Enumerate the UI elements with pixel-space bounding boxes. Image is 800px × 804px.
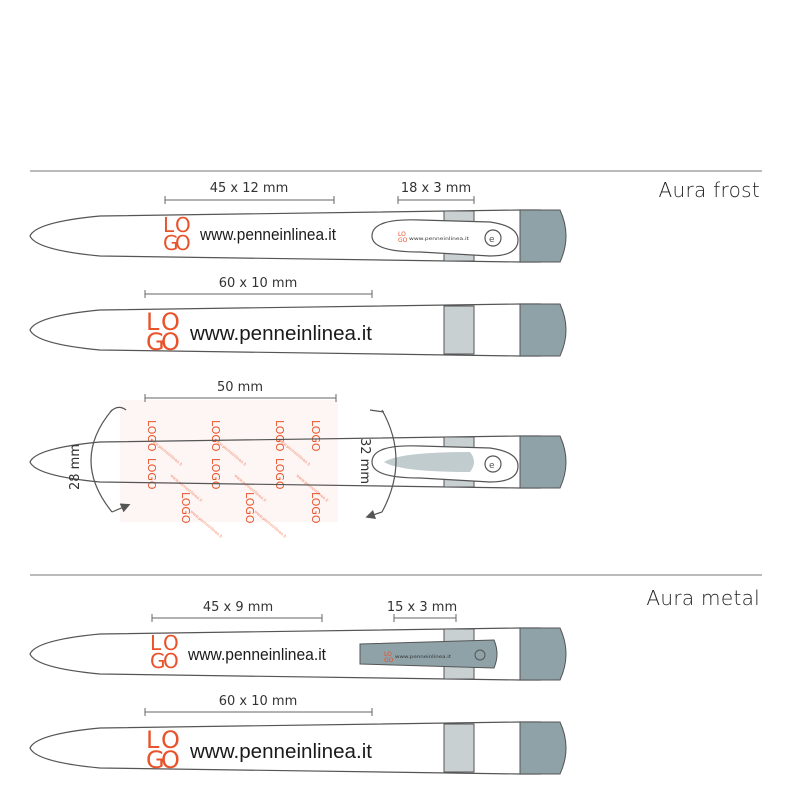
pen-clip	[359, 639, 498, 669]
pattern-logo: LOGO	[309, 420, 322, 452]
pattern-logo: LOGO	[273, 458, 286, 490]
svg-text:GO: GO	[384, 657, 394, 664]
logo-letter: G	[150, 649, 166, 673]
pen-grip	[519, 209, 567, 263]
pen-frost-clip: e 45 x 12 mm 18 x 3 mm L O G O www.penne…	[29, 181, 567, 263]
svg-text:LO: LO	[398, 231, 406, 238]
wrap-circumference-right: 32 mm	[357, 438, 372, 484]
print-area-dimension: 60 x 10 mm	[219, 276, 298, 291]
pen-clip	[371, 219, 519, 257]
svg-text:LO: LO	[384, 651, 392, 658]
print-url: www.penneinlinea.it	[187, 646, 326, 664]
clip-print-url: www.penneinlinea.it	[409, 236, 469, 242]
pattern-logo: LOGO	[145, 420, 158, 452]
pattern-logo: LOGO	[309, 492, 322, 524]
logo-letter: O	[161, 726, 180, 754]
print-area-dimension: 60 x 10 mm	[219, 694, 298, 709]
pattern-logo: LOGO	[145, 458, 158, 490]
logo-letter: O	[163, 649, 179, 673]
print-url: www.penneinlinea.it	[199, 226, 336, 244]
print-area-dimension: 45 x 9 mm	[203, 600, 273, 615]
pattern-logo: LOGO	[273, 420, 286, 452]
logo-letter: O	[175, 213, 191, 237]
pen-ring	[443, 723, 475, 773]
logo-letter: G	[146, 328, 165, 356]
pattern-logo: LOGO	[209, 458, 222, 490]
pen-ring	[443, 305, 475, 355]
logo-letter: L	[146, 726, 160, 754]
logo-letter: O	[161, 328, 180, 356]
logo-letter: G	[146, 746, 165, 774]
clip-print-dimension: 18 x 3 mm	[401, 181, 471, 196]
print-url: www.penneinlinea.it	[189, 741, 372, 763]
pattern-logo: LOGO	[179, 492, 192, 524]
logo-letter: O	[161, 308, 180, 336]
pen-grip	[519, 627, 567, 681]
pen-metal-plain: 60 x 10 mm L O G O www.penneinlinea.it	[29, 694, 567, 775]
svg-text:GO: GO	[398, 237, 408, 244]
pen-frost-plain: 60 x 10 mm L O G O www.penneinlinea.it	[29, 276, 567, 357]
clip-print-dimension: 15 x 3 mm	[387, 600, 457, 615]
wrap-arrow-icon	[381, 409, 397, 513]
pen-grip	[519, 303, 567, 357]
logo-letter: G	[163, 231, 179, 255]
logo-letter: L	[150, 631, 162, 655]
clip-emblem	[474, 649, 486, 661]
logo-letter: O	[163, 631, 179, 655]
pattern-logo: LOGO	[243, 492, 256, 524]
pen-grip	[519, 435, 567, 489]
logo-letter: O	[161, 746, 180, 774]
svg-text:e: e	[489, 235, 495, 245]
logo-letter: L	[146, 308, 160, 336]
logo-letter: O	[175, 231, 191, 255]
clip-print-url: www.penneinlinea.it	[395, 654, 451, 660]
wrap-arrow-icon	[90, 409, 113, 513]
clip-emblem	[484, 229, 502, 247]
svg-text:e: e	[489, 461, 495, 471]
clip-emblem	[484, 455, 502, 473]
print-area-dimension: 45 x 12 mm	[210, 181, 289, 196]
pen-frost-wrap: LOGO LOGO LOGO LOGO LOGO LOGO LOGO LOGO LOGO LOGO…	[29, 380, 567, 539]
pen-metal-clip: 45 x 9 mm 15 x 3 mm L O G O www.penneinl…	[29, 600, 567, 681]
wrap-circumference-left: 28 mm	[68, 444, 83, 490]
pattern-logo: LOGO	[209, 420, 222, 452]
wrap-length-dimension: 50 mm	[217, 380, 263, 395]
section-title-aura-metal: Aura metal	[646, 586, 760, 610]
print-url: www.penneinlinea.it	[189, 323, 372, 345]
pen-grip	[519, 721, 567, 775]
section-title-aura-frost: Aura frost	[658, 178, 760, 202]
logo-letter: L	[163, 213, 175, 237]
